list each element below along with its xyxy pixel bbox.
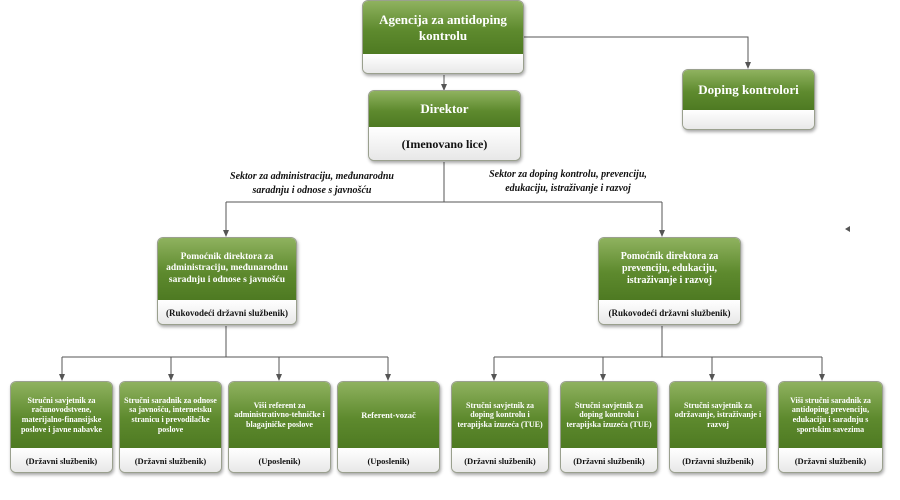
staff-status: (Državni službenik): [120, 448, 221, 472]
staff-box: Viši stručni saradnik za antidoping prev…: [778, 381, 883, 473]
staff-status: (Uposlenik): [229, 448, 330, 472]
staff-box: Stručni saradnik za odnose sa javnošću, …: [119, 381, 222, 473]
staff-box: Stručni savjetnik za doping kontrolu i t…: [560, 381, 658, 473]
agency-footer: [363, 54, 523, 73]
doping-controllers-title: Doping kontrolori: [683, 70, 814, 110]
staff-title: Viši stručni saradnik za antidoping prev…: [779, 382, 882, 448]
assistant-left-title: Pomoćnik direktora za administraciju, me…: [158, 238, 296, 300]
director-title: Direktor: [369, 91, 520, 127]
assistant-left-status: (Rukovodeći državni službenik): [158, 300, 296, 324]
staff-title: Stručni saradnik za odnose sa javnošću, …: [120, 382, 221, 448]
scroll-marker-icon: [845, 226, 850, 232]
staff-title: Stručni savjetnik za doping kontrolu i t…: [561, 382, 657, 448]
staff-status: (Državni službenik): [670, 448, 766, 472]
staff-title: Stručni savjetnik za doping kontrolu i t…: [452, 382, 548, 448]
staff-status: (Državni službenik): [779, 448, 882, 472]
assistant-box-left: Pomoćnik direktora za administraciju, me…: [157, 237, 297, 325]
staff-title: Stručni savjetnik za održavanje, istraži…: [670, 382, 766, 448]
agency-box: Agencija za antidoping kontrolu: [362, 0, 524, 74]
staff-title: Viši referent za administrativno-tehničk…: [229, 382, 330, 448]
assistant-right-title: Pomoćnik direktora za prevenciju, edukac…: [599, 238, 740, 300]
director-subtitle: (Imenovano lice): [369, 127, 520, 160]
assistant-box-right: Pomoćnik direktora za prevenciju, edukac…: [598, 237, 741, 325]
sector-label-left: Sektor za administraciju, međunarodnu sa…: [230, 171, 394, 196]
agency-title: Agencija za antidoping kontrolu: [363, 1, 523, 54]
doping-controllers-box: Doping kontrolori: [682, 69, 815, 130]
staff-status: (Državni službenik): [11, 448, 112, 472]
staff-box: Stručni savjetnik za računovodstvene, ma…: [10, 381, 113, 473]
assistant-right-status: (Rukovodeći državni službenik): [599, 300, 740, 324]
staff-title: Stručni savjetnik za računovodstvene, ma…: [11, 382, 112, 448]
director-box: Direktor (Imenovano lice): [368, 90, 521, 161]
staff-status: (Državni službenik): [452, 448, 548, 472]
sector-label-right: Sektor za doping kontrolu, prevenciju, e…: [489, 169, 647, 194]
staff-status: (Uposlenik): [338, 448, 439, 472]
staff-status: (Državni službenik): [561, 448, 657, 472]
staff-box: Stručni savjetnik za doping kontrolu i t…: [451, 381, 549, 473]
doping-controllers-footer: [683, 110, 814, 129]
staff-box: Referent-vozač (Uposlenik): [337, 381, 440, 473]
staff-box: Stručni savjetnik za održavanje, istraži…: [669, 381, 767, 473]
staff-title: Referent-vozač: [338, 382, 439, 448]
staff-box: Viši referent za administrativno-tehničk…: [228, 381, 331, 473]
